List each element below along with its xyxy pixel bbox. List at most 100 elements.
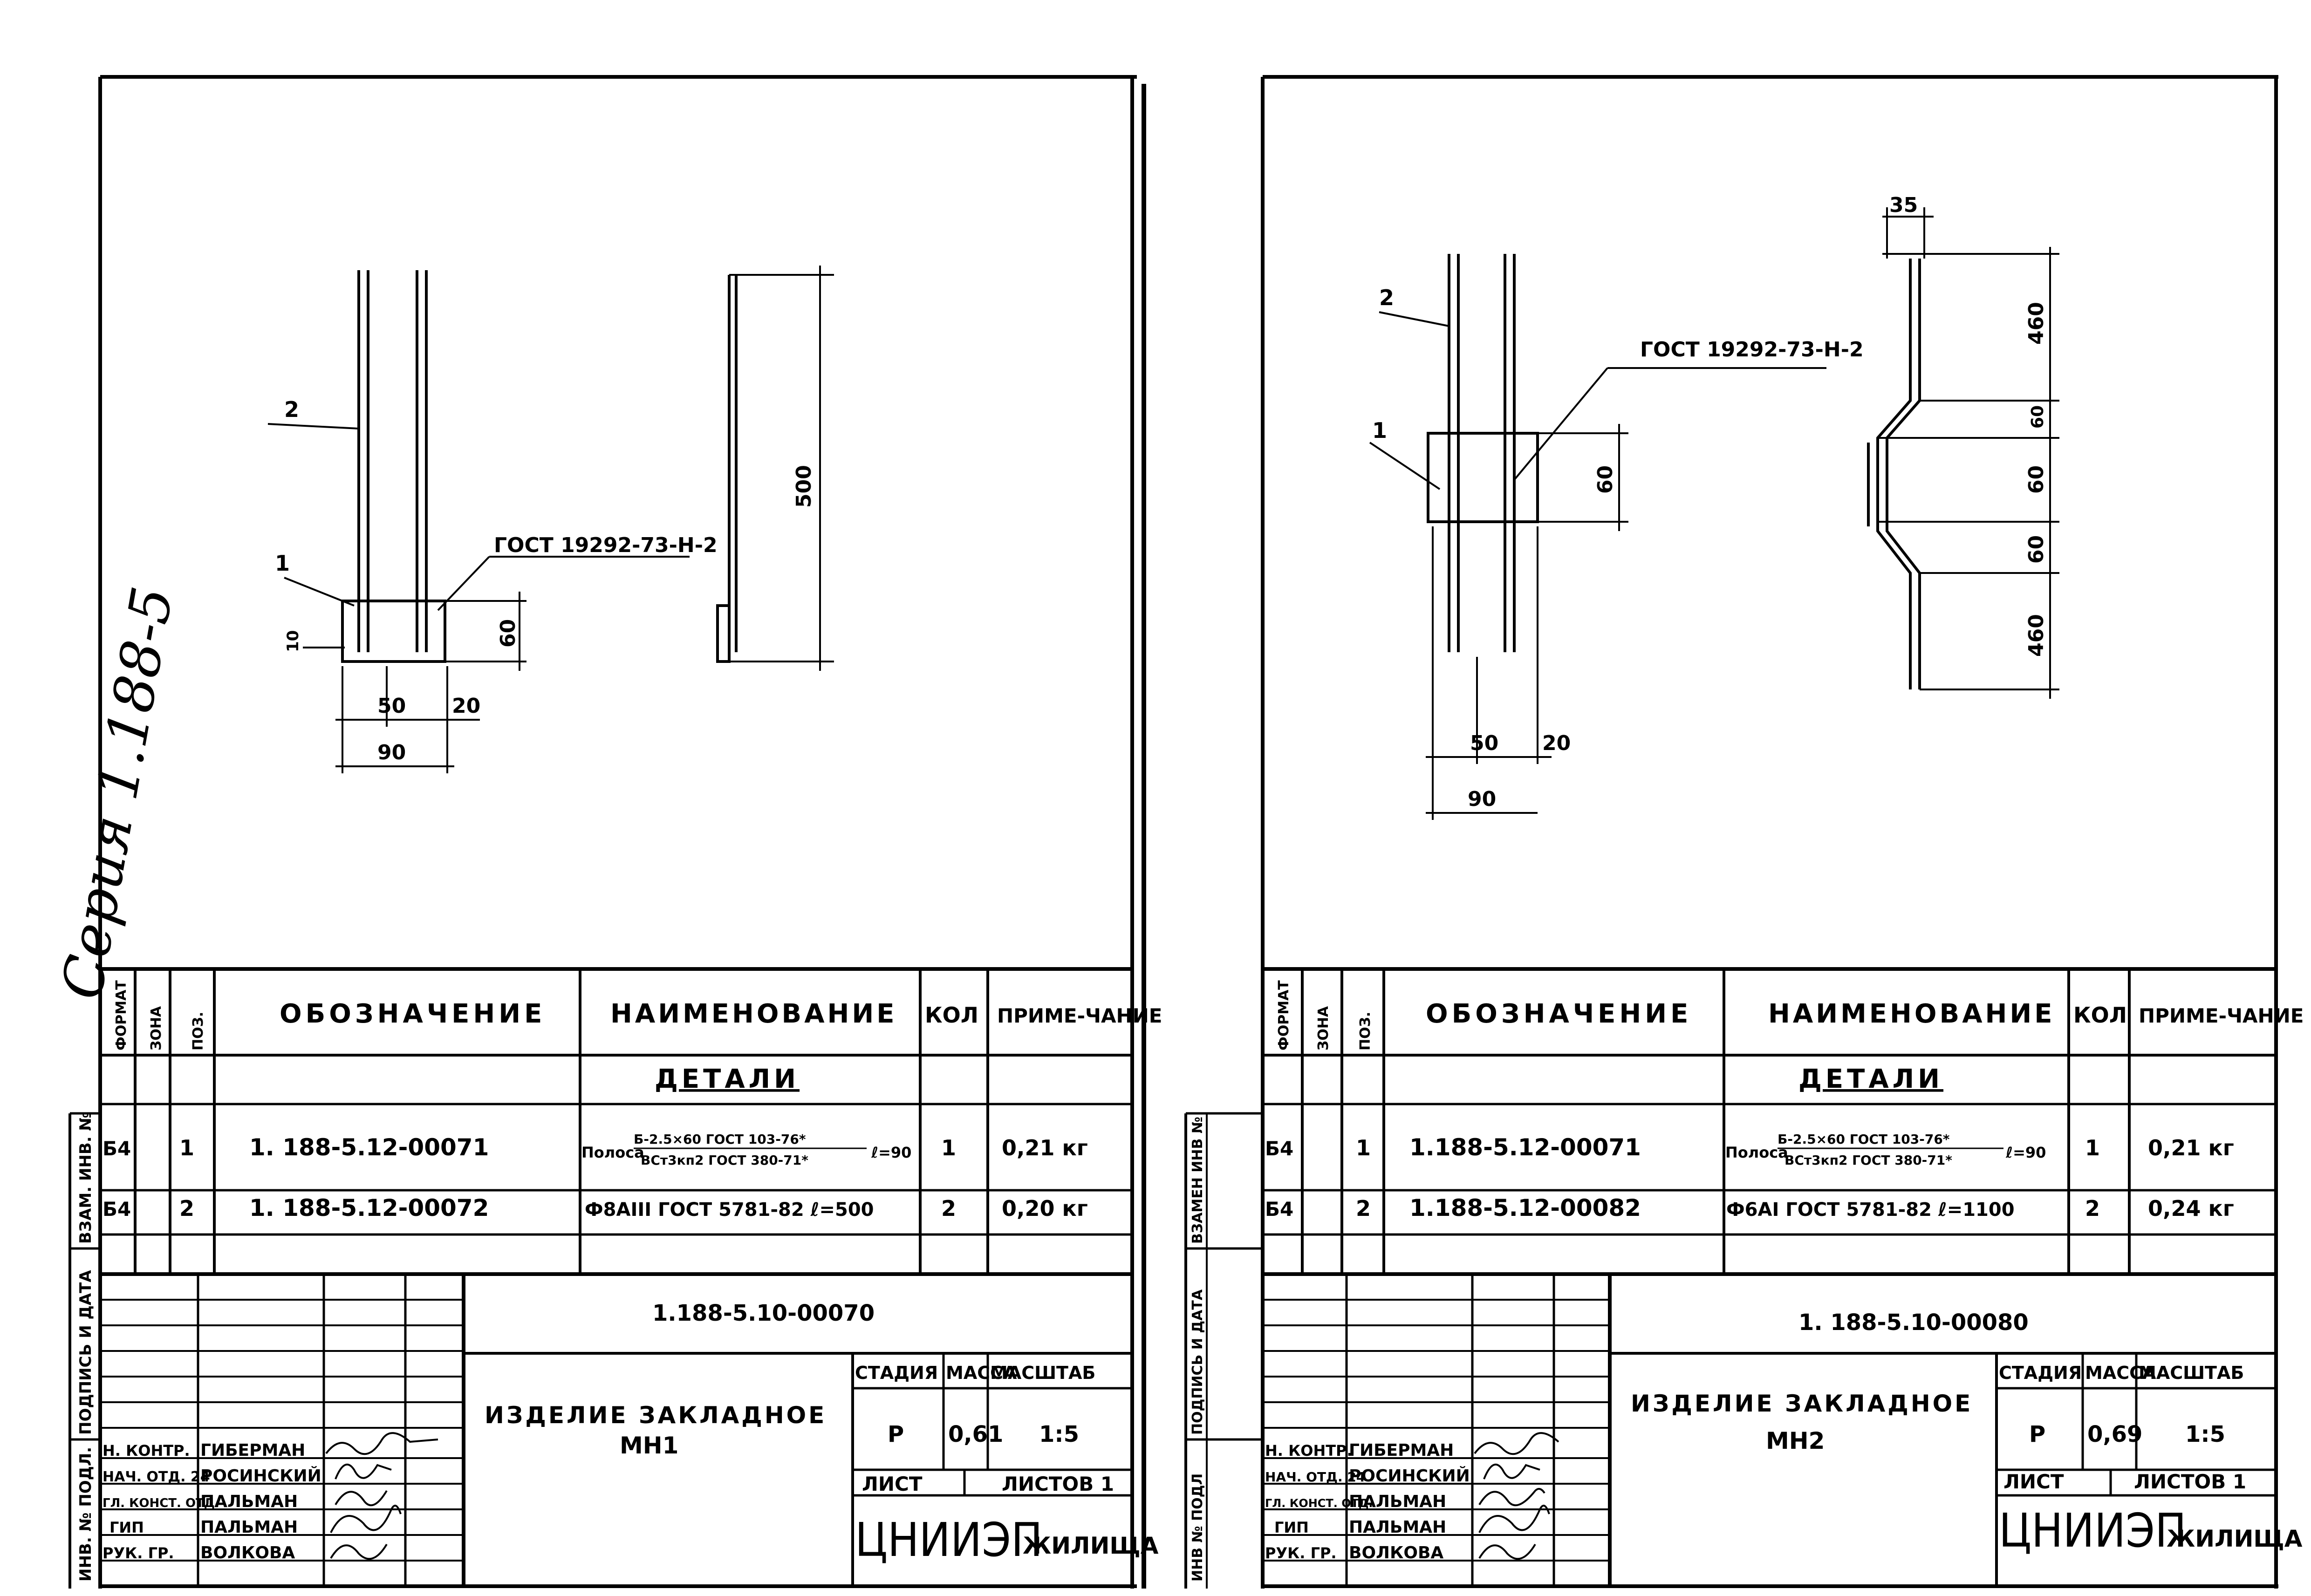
staff-role: ГИП <box>1274 1519 1309 1536</box>
staff-role: ГИП <box>109 1519 144 1536</box>
drawing-right-side <box>1867 207 2059 699</box>
dim-90: 90 <box>377 741 406 764</box>
staff-name: ПАЛЬМАН <box>1349 1492 1446 1511</box>
doc-code: 1.188-5.10-00070 <box>652 1300 875 1326</box>
sheet-label: ЛИСТ <box>862 1473 923 1495</box>
stage-header: СТАДИЯ <box>1999 1363 2082 1383</box>
drawing-left-side <box>716 266 834 671</box>
dim-60-b: 60 <box>2024 465 2048 494</box>
stamp-left: 1.188-5.10-00070 ИЗДЕЛИЕ ЗАКЛАДНОЕ МН1 С… <box>485 1300 1159 1567</box>
stamp-right: 1. 188-5.10-00080 ИЗДЕЛИЕ ЗАКЛАДНОЕ МН2 … <box>1631 1310 2303 1558</box>
replace-inv-label: ВЗАМ. ИНВ. № <box>76 1112 95 1244</box>
dim-10: 10 <box>284 630 302 652</box>
pos1-label: 1 <box>275 551 290 576</box>
staff-name: ПАЛЬМАН <box>200 1518 298 1537</box>
pos1-label: 1 <box>1372 418 1387 443</box>
dim-20: 20 <box>452 694 480 718</box>
pos2-label: 2 <box>1379 285 1394 310</box>
col-note: ПРИМЕ-ЧАНИЕ <box>2139 1004 2304 1027</box>
title-line2: МН2 <box>1766 1427 1825 1454</box>
title-line2: МН1 <box>620 1432 678 1459</box>
staff-role: ГЛ. КОНСТ. ОТД. <box>1265 1497 1373 1510</box>
dim-460-top: 460 <box>2024 302 2048 345</box>
row-designation: 1. 188-5.12-00072 <box>249 1194 489 1221</box>
table-row: Б4 2 1.188-5.12-00082 Ф6АI ГОСТ 5781-82 … <box>1265 1194 2234 1221</box>
dim-460-bottom: 460 <box>2024 614 2048 657</box>
row-format: Б4 <box>1265 1137 1293 1160</box>
col-name: НАИМЕНОВАНИЕ <box>1768 999 2055 1029</box>
drawing-right-main <box>1369 254 1826 820</box>
table-row: Б4 1 1. 188-5.12-00071 Полоса Б-2.5×60 Г… <box>103 1132 1088 1168</box>
stage-value: Р <box>888 1421 904 1447</box>
row-note: 0,24 кг <box>2148 1196 2234 1221</box>
staff-right: Н. КОНТР. ГИБЕРМАН НАЧ. ОТД. 24 РОСИНСКИ… <box>1265 1441 1470 1562</box>
row-designation: 1. 188-5.12-00071 <box>249 1134 489 1161</box>
inv-label: ИНВ. № ПОДЛ. <box>76 1447 95 1582</box>
row-name-prefix: Полоса <box>1725 1144 1788 1161</box>
left-side-strip: ИНВ. № ПОДЛ. ПОДПИСЬ И ДАТА ВЗАМ. ИНВ. № <box>76 1112 95 1582</box>
replace-inv-label: ВЗАМЕН ИНВ № <box>1190 1117 1206 1244</box>
dim-90: 90 <box>1468 787 1496 811</box>
mass-value: 0,69 <box>2087 1421 2142 1447</box>
drawing-left-main <box>267 270 690 773</box>
staff-left: Н. КОНТР. ГИБЕРМАН НАЧ. ОТД. 24 РОСИНСКИ… <box>103 1441 321 1562</box>
row-pos: 1 <box>1356 1135 1371 1160</box>
spec-table-right-header: ФОРМАТ ЗОНА ПОЗ. ОБОЗНАЧЕНИЕ НАИМЕНОВАНИ… <box>1276 980 2304 1094</box>
dim-60-a: 60 <box>2028 405 2047 429</box>
staff-name: ПАЛЬМАН <box>1349 1518 1446 1537</box>
staff-name: РОСИНСКИЙ <box>1349 1466 1470 1486</box>
signatures-right <box>1474 1432 1559 1560</box>
row-name: Ф8АIII ГОСТ 5781-82 ℓ=500 <box>585 1199 874 1221</box>
row-name-bottom: ВСт3кп2 ГОСТ 380-71* <box>641 1153 808 1168</box>
row-name-top: Б-2.5×60 ГОСТ 103-76* <box>634 1132 806 1147</box>
row-pos: 2 <box>1356 1196 1371 1221</box>
row-name-bottom: ВСт3кп2 ГОСТ 380-71* <box>1785 1153 1952 1168</box>
spec-table-left-rows: Б4 1 1. 188-5.12-00071 Полоса Б-2.5×60 Г… <box>103 1132 1088 1221</box>
col-name: НАИМЕНОВАНИЕ <box>610 999 897 1029</box>
row-pos: 2 <box>179 1196 194 1221</box>
pos2-label: 2 <box>284 397 299 422</box>
mass-value: 0,61 <box>948 1421 1003 1447</box>
sign-date-label: ПОДПИСЬ И ДАТА <box>1190 1289 1206 1435</box>
row-name: Ф6АI ГОСТ 5781-82 ℓ=1100 <box>1726 1199 2015 1221</box>
staff-name: ВОЛКОВА <box>1349 1543 1443 1562</box>
row-format: Б4 <box>103 1198 131 1221</box>
series-note: Серия 1.188-5 <box>50 582 186 1004</box>
dim-20: 20 <box>1542 731 1571 755</box>
doc-code: 1. 188-5.10-00080 <box>1798 1310 2029 1336</box>
dim-50: 50 <box>377 694 406 718</box>
org-sub: ЖИЛИЩА <box>1023 1532 1159 1559</box>
scale-value: 1:5 <box>1039 1421 1079 1447</box>
org-main: ЦНИИЭП <box>855 1513 1043 1567</box>
row-note: 0,20 кг <box>1002 1196 1088 1221</box>
right-side-strip: ИНВ № ПОДЛ ПОДПИСЬ И ДАТА ВЗАМЕН ИНВ № <box>1190 1117 1206 1582</box>
row-note: 0,21 кг <box>2148 1135 2234 1160</box>
row-format: Б4 <box>1265 1198 1293 1221</box>
scale-header: МАСШТАБ <box>2139 1363 2244 1383</box>
signatures-left <box>325 1432 438 1560</box>
row-qty: 1 <box>2085 1135 2100 1160</box>
mass-header: МАССА <box>2085 1363 2156 1383</box>
row-designation: 1.188-5.12-00082 <box>1409 1194 1641 1221</box>
sheet-label: ЛИСТ <box>2003 1470 2064 1493</box>
section-title: ДЕТАЛИ <box>655 1064 800 1094</box>
org-sub: ЖИЛИЩА <box>2167 1525 2303 1552</box>
sheet-right <box>1184 75 2278 1589</box>
row-qty: 1 <box>941 1135 956 1160</box>
staff-role: РУК. ГР. <box>103 1544 174 1562</box>
staff-name: ПАЛЬМАН <box>200 1492 298 1511</box>
col-qty: КОЛ <box>925 1003 978 1028</box>
col-designation: ОБОЗНАЧЕНИЕ <box>1426 999 1692 1029</box>
row-name-suffix: ℓ=90 <box>871 1144 911 1161</box>
stage-value: Р <box>2029 1421 2045 1447</box>
col-format: ФОРМАТ <box>113 980 130 1050</box>
scale-header: МАСШТАБ <box>990 1363 1095 1383</box>
staff-role: РУК. ГР. <box>1265 1544 1337 1562</box>
drawing-right-labels: 2 1 ГОСТ 19292-73-Н-2 35 460 60 60 60 46… <box>1372 193 2048 811</box>
staff-name: РОСИНСКИЙ <box>200 1466 321 1486</box>
mass-header: МАССА <box>946 1363 1017 1383</box>
inv-label: ИНВ № ПОДЛ <box>1190 1473 1206 1582</box>
col-pos: ПОЗ. <box>190 1012 206 1050</box>
sheet-left <box>68 75 1146 1589</box>
